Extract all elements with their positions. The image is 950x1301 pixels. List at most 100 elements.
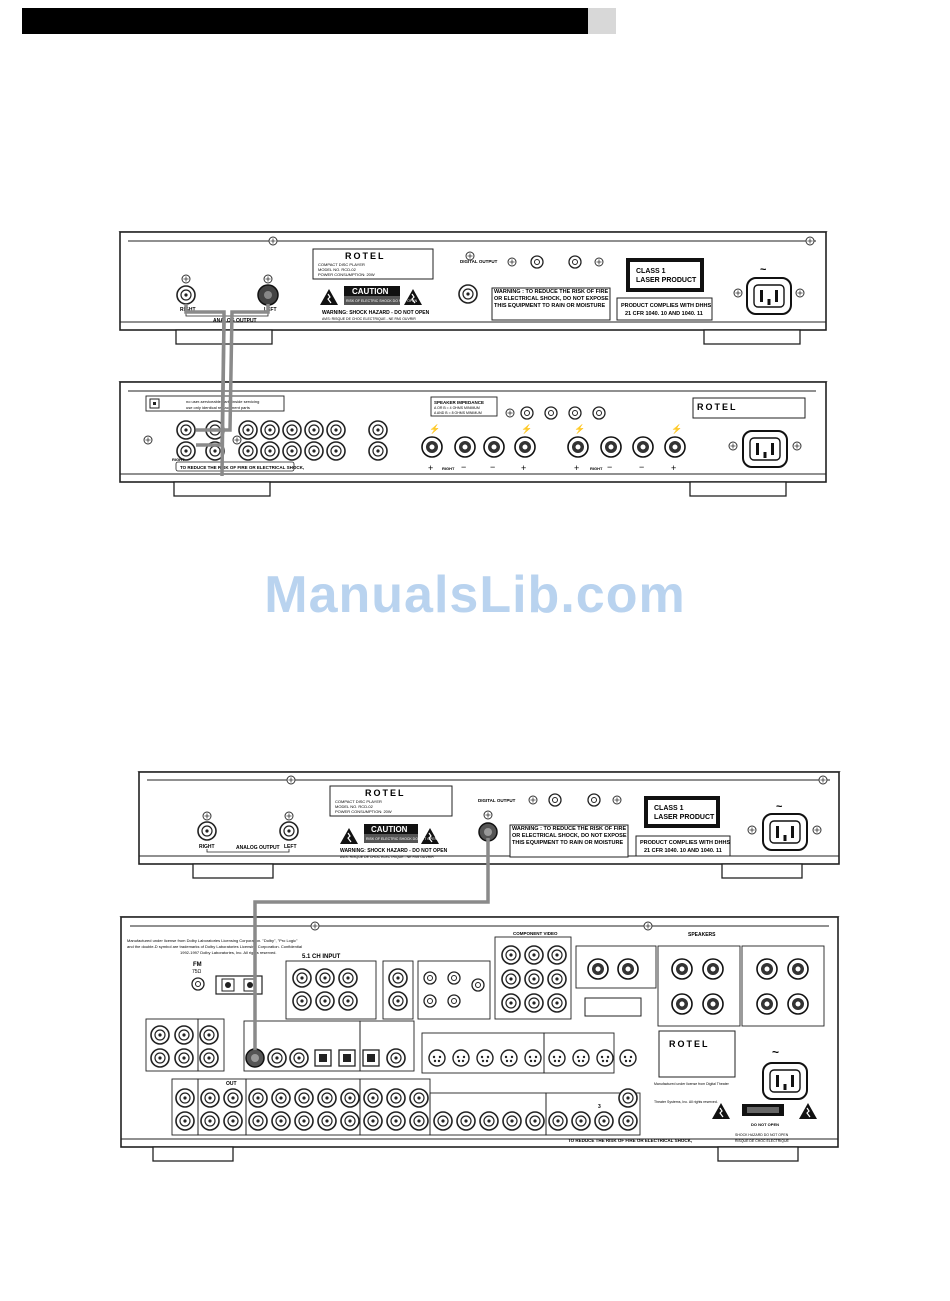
rca-jack[interactable] — [317, 1088, 337, 1108]
speaker-terminal[interactable] — [756, 993, 778, 1015]
input-jack[interactable] — [423, 994, 437, 1008]
svideo-jack[interactable] — [452, 1049, 470, 1067]
svideo-jack[interactable] — [428, 1049, 446, 1067]
input-jack[interactable] — [199, 1025, 219, 1045]
trigger-jack[interactable] — [568, 406, 582, 420]
svideo-jack[interactable] — [500, 1049, 518, 1067]
analog-right-jack[interactable] — [197, 821, 217, 841]
rca-jack[interactable] — [548, 1111, 568, 1131]
rca-jack[interactable] — [409, 1088, 429, 1108]
receiver-digital-input-jack[interactable] — [245, 1048, 265, 1068]
rca-jack[interactable] — [175, 1088, 195, 1108]
analog-right-jack[interactable] — [176, 285, 196, 305]
component-video-jack[interactable] — [524, 969, 544, 989]
rca-jack[interactable] — [363, 1088, 383, 1108]
speaker-terminal[interactable] — [787, 993, 809, 1015]
rca-jack[interactable] — [340, 1088, 360, 1108]
amp-input-jack[interactable] — [326, 420, 346, 440]
rca-jack[interactable] — [618, 1111, 638, 1131]
rca-jack[interactable] — [248, 1111, 268, 1131]
amp-input-jack[interactable] — [304, 420, 324, 440]
input-jack[interactable] — [150, 1025, 170, 1045]
speaker-terminal[interactable] — [671, 958, 693, 980]
rca-jack[interactable] — [294, 1111, 314, 1131]
rca-jack[interactable] — [618, 1088, 638, 1108]
svideo-jack[interactable] — [524, 1049, 542, 1067]
component-video-jack[interactable] — [547, 945, 567, 965]
optical-output-jack[interactable] — [362, 1049, 380, 1067]
input-jack[interactable] — [174, 1048, 194, 1068]
rca-jack[interactable] — [409, 1111, 429, 1131]
svideo-jack[interactable] — [548, 1049, 566, 1067]
svideo-jack[interactable] — [476, 1049, 494, 1067]
rca-jack[interactable] — [271, 1111, 291, 1131]
remote-jack[interactable] — [568, 255, 582, 269]
component-video-jack[interactable] — [524, 945, 544, 965]
amp-input-jack[interactable] — [304, 441, 324, 461]
rca-jack[interactable] — [479, 1111, 499, 1131]
trigger-jack[interactable] — [592, 406, 606, 420]
amp-input-jack[interactable] — [260, 420, 280, 440]
coax-input-jack[interactable] — [289, 1048, 309, 1068]
speaker-terminal[interactable] — [671, 993, 693, 1015]
rca-jack[interactable] — [502, 1111, 522, 1131]
rca-jack[interactable] — [248, 1088, 268, 1108]
rca-jack[interactable] — [340, 1111, 360, 1131]
ch51-jack[interactable] — [292, 991, 312, 1011]
speaker-terminal[interactable] — [421, 436, 443, 458]
speaker-terminal[interactable] — [514, 436, 536, 458]
input-jack[interactable] — [388, 968, 408, 988]
input-jack[interactable] — [150, 1048, 170, 1068]
analog-left-jack[interactable] — [257, 284, 279, 306]
speaker-terminal[interactable] — [454, 436, 476, 458]
amp-input-jack[interactable] — [238, 441, 258, 461]
rca-jack[interactable] — [294, 1088, 314, 1108]
ch51-jack[interactable] — [338, 968, 358, 988]
speaker-terminal[interactable] — [756, 958, 778, 980]
rca-jack[interactable] — [594, 1111, 614, 1131]
rca-jack[interactable] — [386, 1111, 406, 1131]
fm-antenna-jack[interactable] — [191, 977, 205, 991]
svideo-jack[interactable] — [596, 1049, 614, 1067]
rca-jack[interactable] — [200, 1111, 220, 1131]
amp-input-jack[interactable] — [176, 420, 196, 440]
input-jack[interactable] — [447, 971, 461, 985]
rca-jack[interactable] — [525, 1111, 545, 1131]
svideo-jack[interactable] — [619, 1049, 637, 1067]
speaker-terminal[interactable] — [632, 436, 654, 458]
rca-jack[interactable] — [433, 1111, 453, 1131]
amp-input-jack[interactable] — [238, 420, 258, 440]
amp-input-jack[interactable] — [368, 441, 388, 461]
ch51-jack[interactable] — [315, 991, 335, 1011]
ch51-jack[interactable] — [315, 968, 335, 988]
rca-jack[interactable] — [223, 1111, 243, 1131]
ac-power-inlet[interactable] — [762, 1062, 808, 1100]
component-video-jack[interactable] — [547, 969, 567, 989]
speaker-terminal[interactable] — [600, 436, 622, 458]
input-jack[interactable] — [174, 1025, 194, 1045]
ac-power-inlet[interactable] — [746, 277, 792, 315]
input-jack[interactable] — [423, 971, 437, 985]
speaker-terminal[interactable] — [567, 436, 589, 458]
input-jack[interactable] — [199, 1048, 219, 1068]
coax-output-jack[interactable] — [386, 1048, 406, 1068]
amp-input-jack[interactable] — [260, 441, 280, 461]
remote-jack[interactable] — [530, 255, 544, 269]
rca-jack[interactable] — [386, 1088, 406, 1108]
optical-input-jack[interactable] — [314, 1049, 332, 1067]
input-jack[interactable] — [447, 994, 461, 1008]
component-video-jack[interactable] — [501, 993, 521, 1013]
amp-input-jack[interactable] — [282, 441, 302, 461]
input-jack[interactable] — [388, 991, 408, 1011]
amp-input-jack[interactable] — [282, 420, 302, 440]
component-video-jack[interactable] — [501, 945, 521, 965]
speaker-terminal[interactable] — [664, 436, 686, 458]
amp-input-jack[interactable] — [368, 420, 388, 440]
rca-jack[interactable] — [571, 1111, 591, 1131]
coax-input-jack[interactable] — [267, 1048, 287, 1068]
speaker-terminal[interactable] — [483, 436, 505, 458]
remote-jack[interactable] — [587, 793, 601, 807]
rca-jack[interactable] — [317, 1111, 337, 1131]
rca-jack[interactable] — [175, 1111, 195, 1131]
svideo-jack[interactable] — [572, 1049, 590, 1067]
